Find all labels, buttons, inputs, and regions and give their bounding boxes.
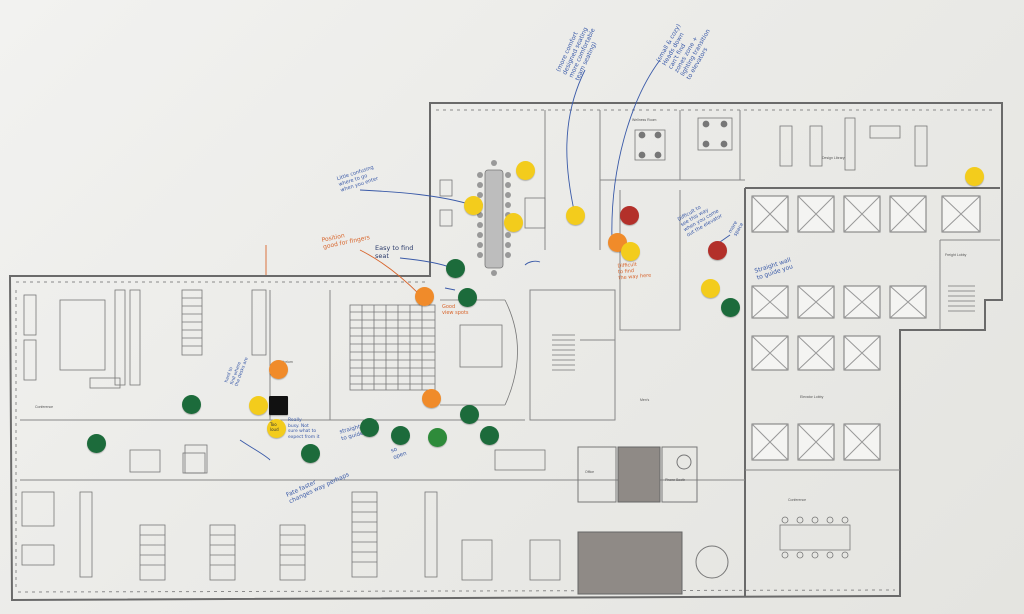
room-label-elevator-lobby: Elevator Lobby [800, 395, 824, 399]
green_light-sticker-dot [427, 427, 447, 447]
green-sticker-dot [459, 404, 479, 424]
green-sticker-dot [300, 443, 320, 463]
room-label-conference-left: Conference [35, 405, 54, 409]
green-sticker-dot [720, 297, 740, 317]
green-sticker-dot [390, 425, 410, 445]
orange-sticker-dot [414, 286, 434, 306]
green-sticker-dot [86, 433, 106, 453]
yellow-sticker-dot [463, 195, 483, 215]
room-label-conference-right: Conference [788, 498, 807, 502]
yellow-sticker-dot [700, 278, 720, 298]
workstations-upper-left [23, 289, 267, 389]
note-really-busy: Really busy. Not sure what to expect fro… [288, 418, 320, 440]
note-easy-find-seat: Easy to find seat [375, 244, 414, 260]
table-chairs [477, 160, 511, 276]
yellow-sticker-dot [620, 241, 640, 261]
green-sticker-dot [181, 394, 201, 414]
green-sticker-dot [457, 287, 477, 307]
note-too-loud: Too loud [270, 422, 279, 432]
note-hard-wayfinding: Difficult to find the way here [617, 261, 652, 282]
lounge-furniture [439, 117, 928, 368]
red-sticker-dot [707, 240, 727, 260]
building-outline [8, 102, 1003, 602]
green-sticker-dot [479, 425, 499, 445]
yellow-sticker-dot [964, 166, 984, 186]
orange-sticker-dot [421, 388, 441, 408]
yellow-sticker-dot [565, 205, 585, 225]
orange-sticker-dot [268, 359, 288, 379]
conference-room-fill [577, 531, 683, 595]
room-label-phone-booth: Phone Booth [665, 478, 686, 482]
green-sticker-dot [445, 258, 465, 278]
red-sticker-dot [619, 205, 639, 225]
yellow-sticker-dot [503, 212, 523, 232]
black-sticker-dot [268, 395, 288, 415]
room-label-freight-lobby: Freight Lobby [945, 253, 967, 257]
room-label-office: Office [585, 470, 595, 474]
office-room-fill [617, 446, 661, 503]
workstations-lower-left [21, 444, 438, 581]
yellow-sticker-dot [515, 160, 535, 180]
note-good-view: Good view spots [442, 304, 469, 316]
room-label-wellness: Wellness Room [632, 118, 657, 122]
yellow-sticker-dot [248, 395, 268, 415]
long-table [484, 169, 504, 269]
room-label-mens: Men's [640, 398, 650, 402]
elevator-shafts [751, 195, 981, 461]
right-conference-table [779, 516, 851, 559]
room-label-design-library: Design Library [822, 156, 845, 160]
yellow-sticker-dot [266, 418, 286, 438]
green-sticker-dot [359, 417, 379, 437]
